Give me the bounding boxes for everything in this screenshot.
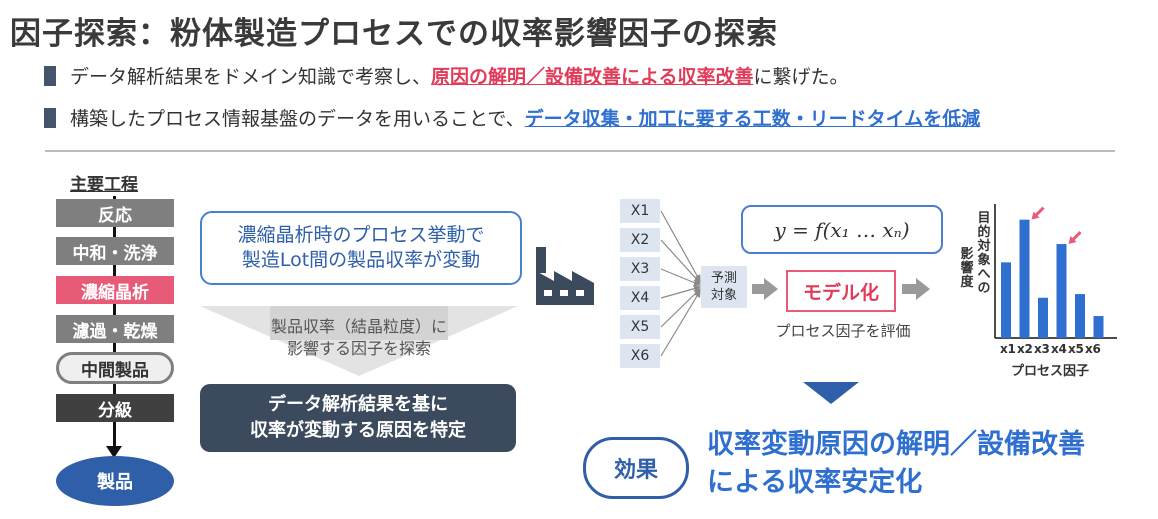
chart-ylabel-b: 影響度 — [960, 247, 974, 290]
bullet-2-text: 構築したプロセス情報基盤のデータを用いることで、 — [70, 108, 525, 130]
process-arrow-head — [106, 446, 122, 458]
step-filter-dry: 濾過・乾燥 — [56, 315, 174, 343]
effect-badge: 効果 — [583, 437, 689, 499]
search-line-2: 影響する因子を探索 — [286, 339, 431, 358]
input-x5: X5 — [620, 315, 660, 339]
tick-label-x4: x4 — [1051, 342, 1067, 356]
prediction-line-2: 対象 — [710, 288, 737, 303]
final-product: 製品 — [56, 456, 174, 506]
factory-icon — [536, 247, 594, 305]
page-title: 因子探索：粉体製造プロセスでの収率影響因子の探索 — [10, 16, 778, 52]
bullet-1-text: データ解析結果をドメイン知識で考察し、 — [70, 66, 432, 88]
effect-line-1: 収率変動原因の解明／設備改善 — [707, 429, 1085, 460]
effect-text: 収率変動原因の解明／設備改善 による収率安定化 — [707, 426, 1085, 502]
prediction-line-1: 予測 — [710, 271, 737, 286]
chart-xlabel: プロセス因子 — [1011, 364, 1090, 379]
bar-x5 — [1075, 294, 1085, 338]
influence-bar-chart — [994, 204, 1117, 339]
input-x3: X3 — [620, 257, 660, 281]
step-neutralize-wash: 中和・洗浄 — [56, 237, 174, 265]
observation-box: 濃縮晶析時のプロセス挙動で 製造Lot間の製品収率が変動 — [200, 211, 522, 285]
tick-label-x2: x2 — [1017, 342, 1033, 356]
step-reaction: 反応 — [56, 199, 174, 227]
section-divider — [45, 150, 1115, 152]
input-x1: X1 — [620, 199, 660, 223]
tick-label-x3: x3 — [1034, 342, 1050, 356]
bullet-1-emphasis: 原因の解明／設備改善による収率改善 — [431, 66, 754, 88]
step-concentration-crystallization: 濃縮晶析 — [56, 276, 174, 304]
bullet-marker — [44, 108, 56, 128]
highlight-arrow-x2 — [1031, 206, 1045, 220]
search-line-1: 製品収率（結晶粒度）に — [270, 317, 447, 336]
result-box: データ解析結果を基に 収率が変動する原因を特定 — [200, 384, 516, 452]
chart-ylabel-a: 目的対象への — [977, 211, 991, 296]
result-line-1: データ解析結果を基に — [268, 394, 448, 415]
search-text: 製品収率（結晶粒度）に 影響する因子を探索 — [200, 316, 518, 360]
bar-x1 — [1001, 262, 1011, 338]
input-x4: X4 — [620, 286, 660, 310]
step-classification: 分級 — [56, 394, 174, 422]
bar-x6 — [1093, 316, 1104, 338]
input-x6: X6 — [620, 344, 660, 368]
bar-x4 — [1056, 244, 1067, 338]
evaluate-factors-label: プロセス因子を評価 — [775, 322, 911, 340]
effect-line-2: による収率安定化 — [707, 467, 923, 498]
prediction-target: 予測 対象 — [701, 266, 747, 308]
input-x2: X2 — [620, 228, 660, 252]
arrow-to-chart — [902, 278, 930, 300]
modeling-box: モデル化 — [786, 270, 896, 312]
result-line-2: 収率が変動する原因を特定 — [250, 420, 466, 441]
input-connectors — [660, 210, 702, 357]
tick-label-x5: x5 — [1068, 342, 1084, 356]
bullet-2-emphasis: データ収集・加工に要する工数・リードタイムを低減 — [524, 108, 981, 130]
search-arrow-shape — [200, 306, 518, 376]
bullet-1: データ解析結果をドメイン知識で考察し、原因の解明／設備改善による収率改善に繋げた… — [44, 62, 848, 89]
tick-label-x6: x6 — [1085, 342, 1101, 356]
bullet-1-tail: に繋げた。 — [753, 66, 849, 88]
process-heading: 主要工程 — [70, 175, 138, 195]
observation-line-1: 濃縮晶析時のプロセス挙動で — [237, 224, 485, 246]
bullet-2: 構築したプロセス情報基盤のデータを用いることで、データ収集・加工に要する工数・リ… — [44, 104, 980, 131]
observation-line-2: 製造Lot間の製品収率が変動 — [241, 249, 481, 271]
highlight-arrow-x4 — [1068, 230, 1082, 245]
bar-x3 — [1038, 297, 1048, 338]
arrow-to-model — [752, 278, 778, 300]
model-formula: y = f(x₁ … xₙ) — [741, 205, 943, 254]
tick-label-x1: x1 — [1000, 342, 1016, 356]
bullet-marker — [44, 66, 56, 86]
bar-x2 — [1019, 219, 1030, 338]
step-intermediate-product: 中間製品 — [56, 352, 174, 384]
down-arrow-icon — [803, 382, 859, 404]
